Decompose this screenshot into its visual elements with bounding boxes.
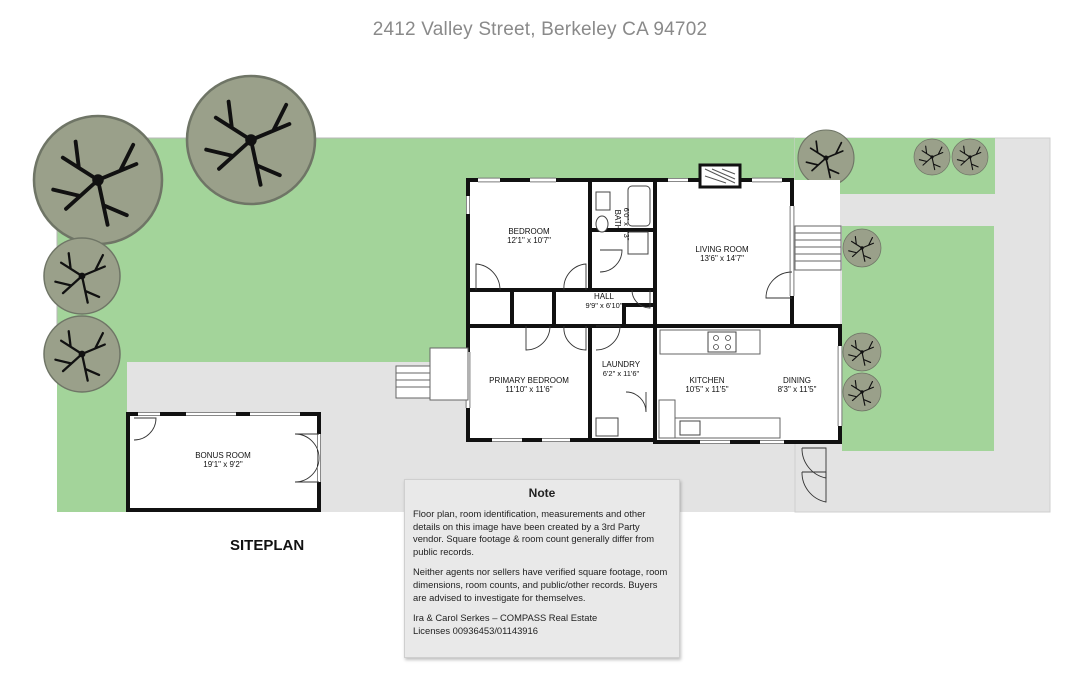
room-name-living-room: LIVING ROOM xyxy=(695,245,749,254)
room-name-kitchen: KITCHEN xyxy=(689,376,724,385)
note-title: Note xyxy=(528,486,556,500)
counter-left xyxy=(658,399,676,439)
room-dims-primary-bedroom: 11'10" x 11'6" xyxy=(505,385,552,394)
fireplace-hatch xyxy=(704,168,736,184)
tree-icon xyxy=(843,333,881,371)
room-name-bonus-room: BONUS ROOM xyxy=(195,451,251,460)
room-dims-kitchen: 10'5" x 11'5" xyxy=(685,385,728,394)
disclaimer-note: Note Floor plan, room identification, me… xyxy=(404,479,680,658)
note-credit: Ira & Carol Serkes – COMPASS Real Estate xyxy=(413,612,598,624)
note-paragraph-2: Neither agents nor sellers have verified… xyxy=(413,566,668,603)
tree-icon xyxy=(44,316,120,392)
room-name-laundry: LAUNDRY xyxy=(602,360,641,369)
property-address: 2412 Valley Street, Berkeley CA 94702 xyxy=(372,19,708,40)
toilet-icon xyxy=(595,215,609,233)
room-dims-bedroom: 12'1" x 10'7" xyxy=(507,236,551,245)
room-dims-bath: 6'0" x 7'3" xyxy=(622,208,631,241)
counter-bottom xyxy=(659,417,781,439)
room-name-primary-bedroom: PRIMARY BEDROOM xyxy=(489,376,569,385)
room-name-dining: DINING xyxy=(783,376,811,385)
bathtub-icon xyxy=(627,185,651,227)
tree-icon xyxy=(843,229,881,267)
tree-icon xyxy=(914,139,950,175)
plan-label: SITEPLAN xyxy=(230,537,305,554)
room-dims-bonus-room: 19'1" x 9'2" xyxy=(203,460,243,469)
note-paragraph-1: Floor plan, room identification, measure… xyxy=(413,508,655,557)
sink-icon xyxy=(679,420,701,436)
tree-icon xyxy=(187,76,315,204)
door-swing-icon xyxy=(475,249,827,503)
bath-vanity xyxy=(595,191,611,211)
bonus-room-doors xyxy=(133,417,320,483)
stove-icon xyxy=(707,331,737,353)
note-licenses: Licenses 00936453/01143916 xyxy=(413,624,538,636)
tree-icon xyxy=(34,116,162,244)
room-dims-dining: 8'3" x 11'5" xyxy=(778,385,817,394)
windows xyxy=(466,178,842,444)
room-name-bedroom: BEDROOM xyxy=(508,227,550,236)
room-name-hall: HALL xyxy=(594,292,615,301)
laundry-appliance xyxy=(595,417,619,437)
room-dims-laundry: 6'2" x 11'6" xyxy=(603,369,640,378)
tree-icon xyxy=(44,238,120,314)
tree-icon xyxy=(952,139,988,175)
room-dims-hall: 9'9" x 6'10" xyxy=(586,301,623,310)
tree-icon xyxy=(843,373,881,411)
room-name-bath: BATH xyxy=(613,210,622,231)
tree-icon xyxy=(798,130,854,186)
room-dims-living-room: 13'6" x 14'7" xyxy=(700,254,744,263)
bath-cabinet xyxy=(627,231,649,255)
stairs-icon xyxy=(395,225,842,401)
